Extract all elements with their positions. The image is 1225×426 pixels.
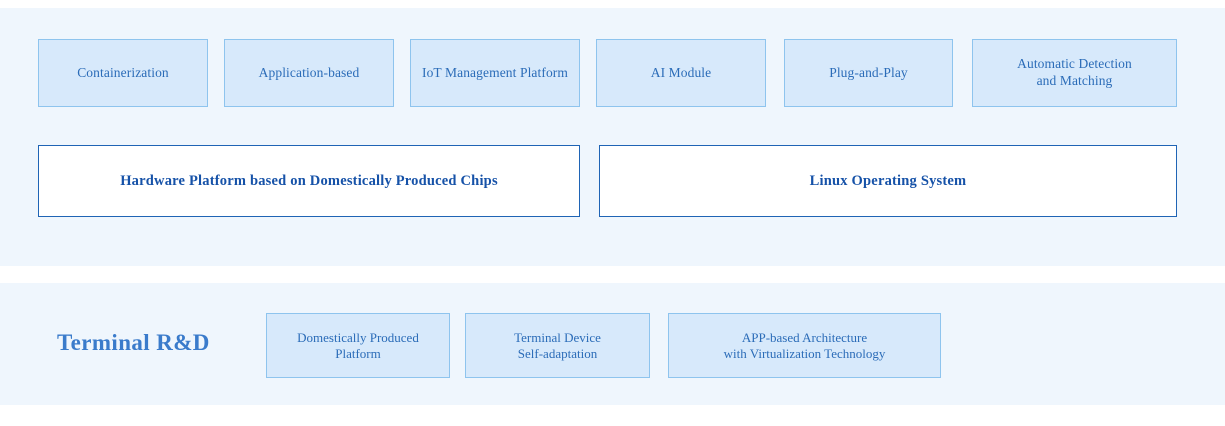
capability-box-iot-management-platform[interactable]: IoT Management Platform [410,39,580,107]
foundation-label: Linux Operating System [809,172,967,189]
foundation-label: Hardware Platform based on Domestically … [120,172,498,189]
capability-label: AI Module [650,64,712,80]
capability-row: Containerization Application-based IoT M… [38,39,1177,107]
terminal-label: Terminal Device Self-adaptation [514,329,601,361]
terminal-box-terminal-device-self-adaptation[interactable]: Terminal Device Self-adaptation [465,313,650,378]
capability-label: Containerization [77,64,169,80]
capability-label: Automatic Detection and Matching [1017,56,1132,88]
capability-box-ai-module[interactable]: AI Module [596,39,766,107]
terminal-box-domestically-produced-platform[interactable]: Domestically Produced Platform [266,313,450,378]
capability-box-plug-and-play[interactable]: Plug-and-Play [784,39,953,107]
terminal-label: Domestically Produced Platform [297,329,419,361]
capability-box-containerization[interactable]: Containerization [38,39,208,107]
foundation-row: Hardware Platform based on Domestically … [38,145,1177,217]
capability-label: Application-based [258,64,360,80]
capability-box-automatic-detection-and-matching[interactable]: Automatic Detection and Matching [972,39,1177,107]
foundation-box-hardware-platform[interactable]: Hardware Platform based on Domestically … [38,145,580,217]
terminal-item-row: Domestically Produced Platform Terminal … [266,313,941,378]
terminal-box-app-based-architecture[interactable]: APP-based Architecture with Virtualizati… [668,313,941,378]
capability-box-application-based[interactable]: Application-based [224,39,394,107]
foundation-box-linux-operating-system[interactable]: Linux Operating System [599,145,1177,217]
terminal-section-title: Terminal R&D [57,330,210,355]
capability-label: Plug-and-Play [829,64,908,80]
capability-label: IoT Management Platform [421,64,568,80]
terminal-label: APP-based Architecture with Virtualizati… [723,329,886,361]
